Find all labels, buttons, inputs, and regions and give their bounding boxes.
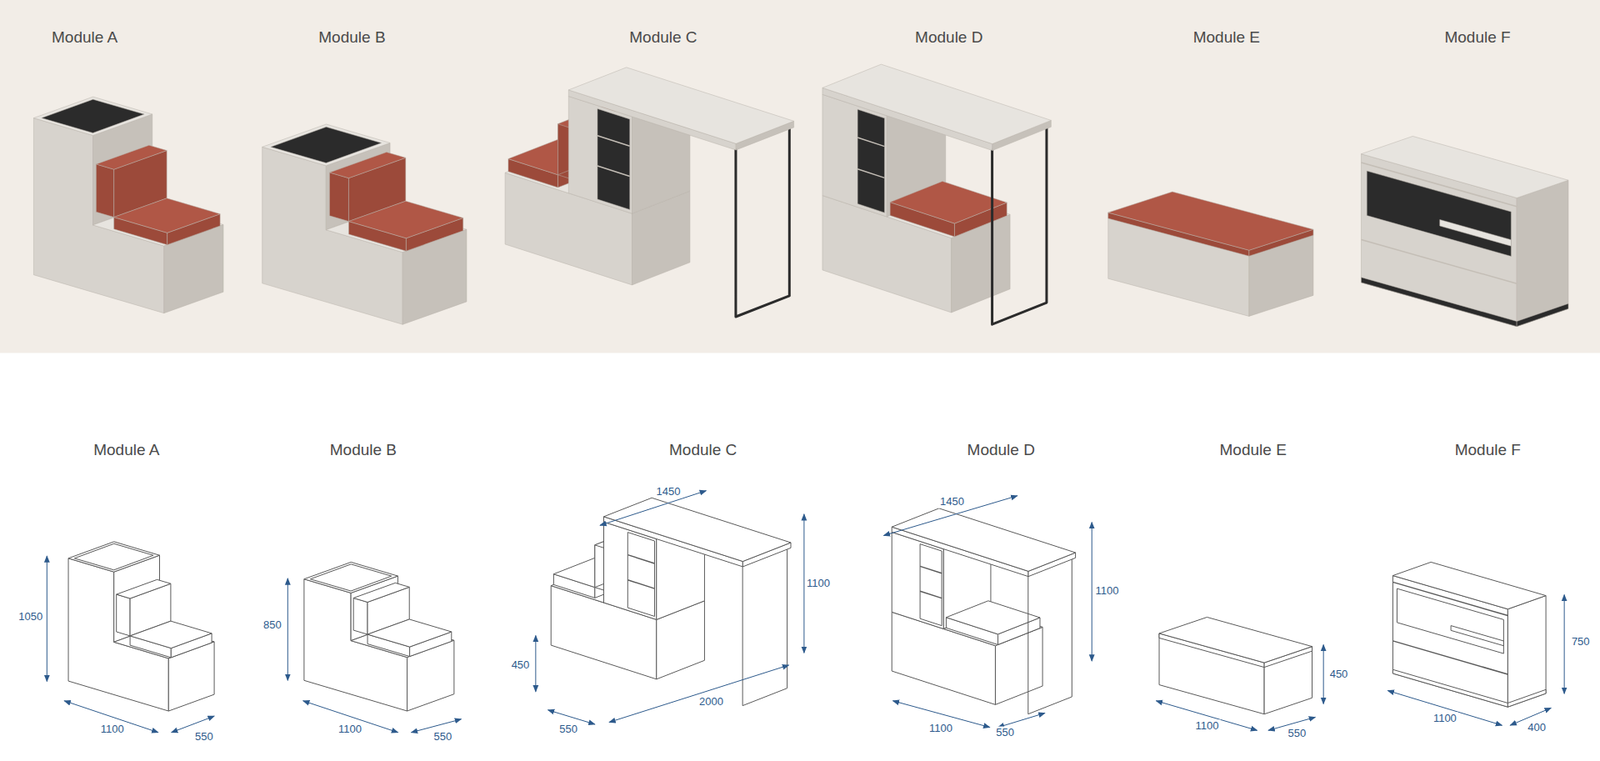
dimension-label: 550 bbox=[994, 725, 1016, 739]
module-line-drawing bbox=[1159, 616, 1313, 714]
dimension-label: 1100 bbox=[336, 723, 364, 736]
module-line-drawing bbox=[304, 561, 455, 711]
dimension-label: 1450 bbox=[655, 485, 683, 498]
dimension-line bbox=[883, 495, 1017, 536]
module-label: Module C bbox=[669, 440, 737, 460]
dimension-label: 450 bbox=[510, 658, 532, 671]
module-render bbox=[33, 96, 224, 314]
dimension-line bbox=[600, 490, 706, 526]
dimension-label: 1100 bbox=[99, 723, 126, 736]
dimension-label: 1100 bbox=[805, 577, 832, 590]
dimension-label: 2000 bbox=[697, 695, 725, 709]
module-label: Module D bbox=[967, 440, 1035, 460]
dimension-label: 400 bbox=[1525, 720, 1548, 734]
dimension-label: 1100 bbox=[1431, 711, 1459, 725]
dimension-lines bbox=[46, 490, 1565, 733]
module-render bbox=[262, 124, 467, 325]
module-line-drawing bbox=[891, 508, 1075, 715]
module-render bbox=[1360, 135, 1569, 326]
dimension-label: 1100 bbox=[1094, 584, 1121, 597]
dimension-label: 550 bbox=[1285, 726, 1308, 740]
dimension-line bbox=[287, 578, 289, 680]
dimension-label: 1450 bbox=[938, 495, 966, 509]
module-label: Module D bbox=[915, 28, 983, 47]
module-label: Module E bbox=[1220, 440, 1287, 460]
dimension-label: 1050 bbox=[16, 610, 45, 624]
dimension-label: 750 bbox=[1570, 635, 1592, 648]
dimension-line bbox=[1387, 690, 1502, 726]
module-line-drawing bbox=[550, 497, 791, 705]
dimension-label: 450 bbox=[1328, 668, 1350, 681]
module-render bbox=[505, 67, 794, 317]
dimension-label: 550 bbox=[557, 723, 580, 736]
module-label: Module A bbox=[51, 28, 118, 47]
dimension-line bbox=[535, 635, 536, 691]
dimension-line bbox=[1091, 522, 1093, 661]
dimension-label: 550 bbox=[193, 730, 215, 743]
dimension-label: 1100 bbox=[927, 721, 955, 735]
dimension-label: 550 bbox=[432, 730, 455, 743]
dimension-line bbox=[46, 555, 48, 682]
module-label: Module A bbox=[93, 440, 160, 460]
module-line-drawing bbox=[1392, 561, 1546, 707]
dimension-line bbox=[998, 712, 1045, 727]
module-label: Module B bbox=[318, 28, 385, 47]
module-render bbox=[822, 64, 1051, 325]
dimension-line bbox=[609, 665, 790, 723]
module-label: Module B bbox=[330, 440, 397, 460]
dimension-line bbox=[548, 710, 595, 725]
module-render bbox=[1108, 191, 1314, 316]
dimension-line bbox=[1564, 595, 1565, 695]
top-band bbox=[0, 0, 1600, 353]
dimension-label: 850 bbox=[261, 619, 284, 632]
module-label: Module F bbox=[1444, 28, 1510, 47]
module-label: Module E bbox=[1193, 28, 1260, 47]
module-label: Module C bbox=[629, 28, 697, 47]
module-label: Module F bbox=[1455, 440, 1521, 460]
dimension-line bbox=[1323, 644, 1325, 704]
module-line-drawing bbox=[68, 541, 215, 711]
dimension-label: 1100 bbox=[1194, 720, 1221, 733]
